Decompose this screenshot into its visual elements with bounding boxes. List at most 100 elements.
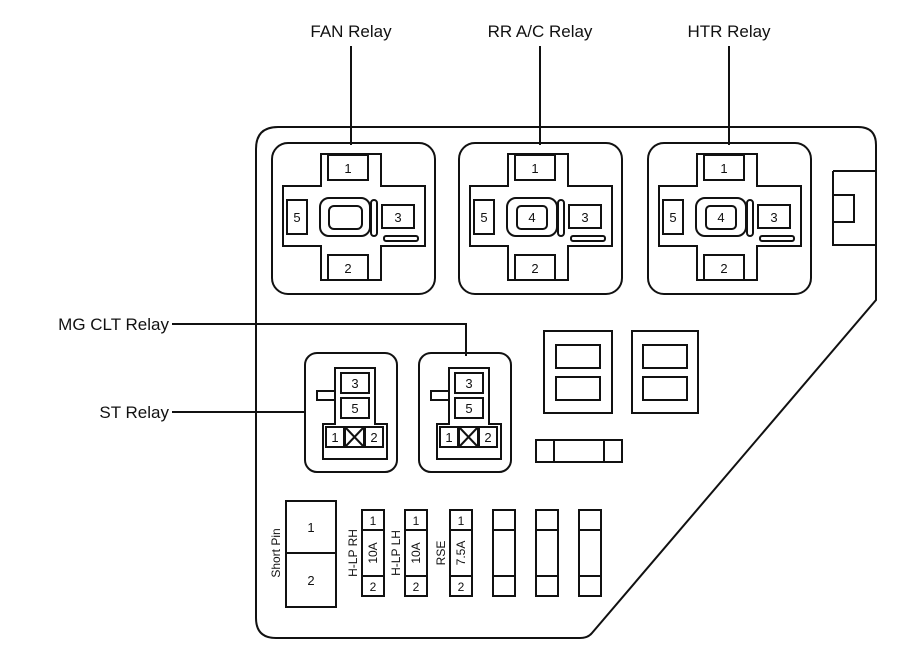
pin-1-label: 1: [531, 161, 538, 176]
slot-outline: [631, 330, 699, 414]
pin-1-label: 1: [331, 430, 338, 445]
spare-fuse-3[interactable]: [578, 509, 602, 597]
side-connector-tab: [832, 170, 876, 246]
pin-1-slot: [514, 154, 556, 181]
pin-2-slot: [703, 254, 745, 281]
bar-slot: [759, 235, 795, 242]
spare-fuse-2[interactable]: [535, 509, 559, 597]
divider-slot: [557, 199, 565, 237]
short-pin[interactable]: 1 2 Short Pin: [269, 500, 337, 608]
bar-slot: [383, 235, 419, 242]
fuse-pin-2-label: 2: [458, 580, 465, 594]
pin-1-slot: [327, 154, 369, 181]
pin-3-slot: [381, 204, 415, 229]
htr-relay[interactable]: 1 5 4 3 2: [647, 142, 812, 295]
fuse-outline: [361, 509, 385, 597]
pin-1-slot: [703, 154, 745, 181]
cross-mark: [344, 426, 365, 448]
fuse-pin-2-label: 2: [413, 580, 420, 594]
relay-cross-body: [658, 153, 802, 281]
pin-3-slot: [340, 372, 370, 394]
relay-body: [322, 367, 388, 460]
fuse-rating-label: 10A: [366, 542, 380, 563]
mg-clt-relay[interactable]: 3 5 1 2: [418, 352, 512, 473]
side-tab: [430, 390, 450, 401]
fuse-outline: [578, 509, 602, 597]
pin-2-label: 2: [531, 261, 538, 276]
relay-socket-outline: [647, 142, 812, 295]
pin-5-label: 5: [480, 210, 487, 225]
relay-socket-outline: [304, 352, 398, 473]
pin-1-label: 1: [344, 161, 351, 176]
fuse-rse[interactable]: 1 2 7.5A RSE: [434, 509, 473, 597]
st-relay-label: ST Relay: [99, 403, 169, 422]
fuse-name-label: H-LP LH: [389, 530, 403, 576]
fuse-hlp-lh[interactable]: 1 2 10A H-LP LH: [389, 509, 428, 597]
pin-3-label: 3: [394, 210, 401, 225]
pin-5-label: 5: [669, 210, 676, 225]
spare-fuse-1[interactable]: [492, 509, 516, 597]
pin-1-label: 1: [445, 430, 452, 445]
fuse-outline: [449, 509, 473, 597]
fan-relay-label: FAN Relay: [310, 22, 392, 41]
relay-socket-outline: [458, 142, 623, 295]
fuse-pin-2-label: 2: [370, 580, 377, 594]
fuse-hlp-rh[interactable]: 1 2 10A H-LP RH: [346, 509, 385, 597]
pin-3-label: 3: [581, 210, 588, 225]
mg-clt-relay-label: MG CLT Relay: [58, 315, 169, 334]
pin-5-slot: [454, 397, 484, 419]
pin-2-label: 2: [344, 261, 351, 276]
pin-5-slot: [286, 199, 308, 235]
blank-relay-slot-2[interactable]: [631, 330, 699, 414]
pin-2-slot: [478, 426, 498, 448]
slot-outline: [543, 330, 613, 414]
relay-body: [436, 367, 502, 460]
pin-5-slot: [340, 397, 370, 419]
center-slot-inner: [328, 205, 363, 230]
fuse-name-label: RSE: [434, 541, 448, 566]
relay-socket-outline: [271, 142, 436, 295]
slot-window-bottom: [555, 376, 601, 401]
pin-2-slot: [327, 254, 369, 281]
htr-relay-label: HTR Relay: [687, 22, 771, 41]
fuse-box-outline: [255, 126, 877, 639]
short-pin-1-label: 1: [307, 520, 314, 535]
center-slot-inner: [516, 205, 548, 230]
rr-ac-relay[interactable]: 1 5 4 3 2: [458, 142, 623, 295]
fan-relay[interactable]: 1 5 3 2: [271, 142, 436, 295]
slot-window-bottom: [642, 376, 688, 401]
fuse-outline: [535, 439, 623, 463]
pin-2-label: 2: [484, 430, 491, 445]
pin-5-label: 5: [293, 210, 300, 225]
pin-3-label: 3: [351, 376, 358, 391]
pin-3-slot: [757, 204, 791, 229]
bar-slot: [570, 235, 606, 242]
fuse-rating-label: 7.5A: [454, 541, 468, 566]
pin-3-label: 3: [770, 210, 777, 225]
fuse-name-label: H-LP RH: [346, 529, 360, 577]
fuse-outline: [404, 509, 428, 597]
pin-1-label: 1: [720, 161, 727, 176]
center-slot-inner: [705, 205, 737, 230]
relay-cross-body: [469, 153, 613, 281]
side-tab: [316, 390, 336, 401]
blank-relay-slot-1[interactable]: [543, 330, 613, 414]
st-relay[interactable]: 3 5 1 2: [304, 352, 398, 473]
pin-4-label: 4: [528, 210, 535, 225]
pin-5-slot: [473, 199, 495, 235]
short-pin-2-label: 2: [307, 573, 314, 588]
fuse-pin-1-label: 1: [413, 514, 420, 528]
slot-window-top: [642, 344, 688, 369]
pin-3-slot: [454, 372, 484, 394]
rr-ac-relay-label: RR A/C Relay: [488, 22, 593, 41]
pin-2-label: 2: [370, 430, 377, 445]
pin-5-label: 5: [351, 401, 358, 416]
pin-2-label: 2: [720, 261, 727, 276]
pin-2-slot: [514, 254, 556, 281]
divider-slot: [746, 199, 754, 237]
fuse-pin-1-label: 1: [370, 514, 377, 528]
spare-horizontal-fuse[interactable]: [535, 439, 623, 463]
relay-socket-outline: [418, 352, 512, 473]
